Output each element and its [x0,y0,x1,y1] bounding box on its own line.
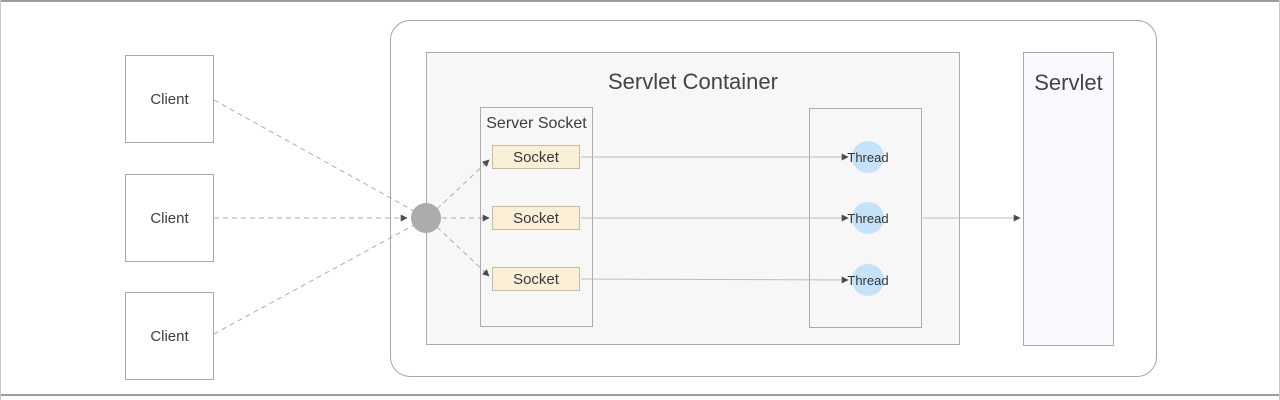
socket-label: Socket [513,209,559,227]
thread-circle [852,264,884,296]
thread-label: Thread [847,272,889,288]
servlet-container-title: Servlet Container [608,69,778,94]
client-to-hub-lines [213,99,415,335]
socket-label: Socket [513,270,559,288]
client-box: Client [125,55,214,143]
thread-circle [852,202,884,234]
servlet-box: Servlet [1023,52,1114,346]
socket-box: Socket [492,145,580,169]
client-label: Client [150,90,189,108]
connection-hub-circle [411,203,441,233]
servlet-title: Servlet [1034,70,1103,95]
thread-label: Thread [847,210,889,226]
client-label: Client [150,327,189,345]
thread-node: Thread [838,264,898,296]
thread-node: Thread [838,141,898,173]
client-box: Client [125,174,214,262]
thread-label: Thread [847,149,889,165]
socket-box: Socket [492,267,580,291]
canvas-top-border [1,0,1279,2]
canvas-bottom-border [1,394,1279,396]
socket-label: Socket [513,148,559,166]
thread-node: Thread [838,202,898,234]
socket-box: Socket [492,206,580,230]
client-label: Client [150,209,189,227]
server-socket-title: Server Socket [486,115,587,132]
thread-circle [852,141,884,173]
client-box: Client [125,292,214,380]
